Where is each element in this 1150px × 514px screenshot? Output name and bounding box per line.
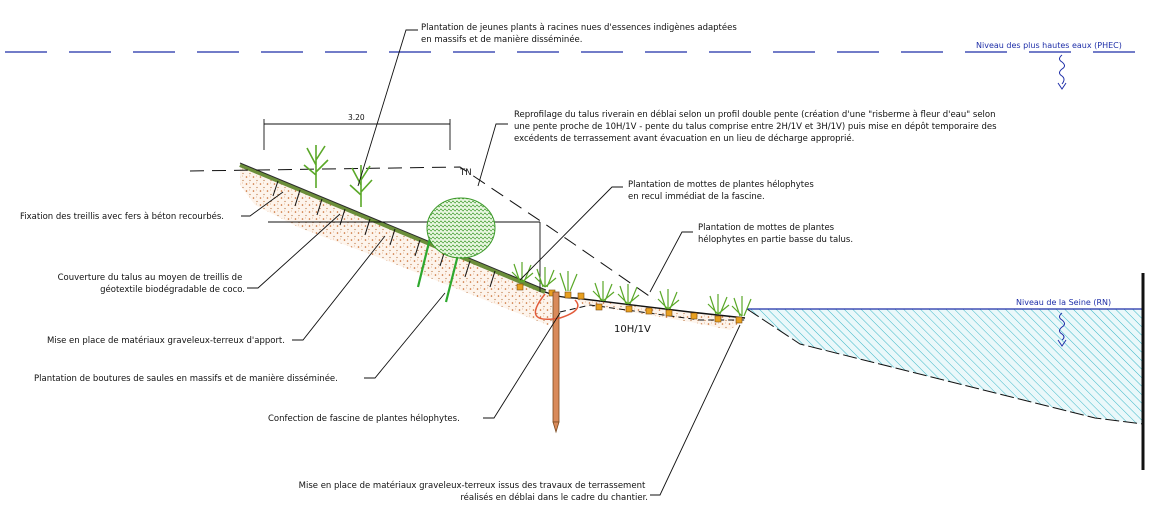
young-plants — [303, 145, 373, 207]
fascine-stake — [552, 291, 560, 423]
stake-tip — [552, 421, 560, 434]
leader-gravel-supply — [292, 235, 386, 341]
leader-young-plants — [357, 29, 418, 187]
seine-arrow-icon — [1057, 339, 1067, 347]
seine-label: Niveau de la Seine (RN) — [1016, 298, 1111, 307]
annotation-willow: Plantation de boutures de saules en mass… — [34, 373, 338, 384]
slope-surface-line — [239, 162, 547, 291]
fascine-wrap — [534, 293, 579, 320]
geotextile-layer — [239, 163, 546, 294]
shrub — [426, 197, 496, 259]
leader-helophyte-setback — [519, 186, 623, 281]
leader-reprofiling — [477, 123, 508, 187]
gravel-fill-lower — [575, 298, 745, 330]
annotation-young-plants: Plantation de jeunes plants à racines nu… — [421, 22, 740, 45]
leader-willow — [364, 292, 446, 379]
annotation-gravel-supply: Mise en place de matériaux graveleux-ter… — [47, 335, 285, 346]
phec-wave-icon — [1059, 54, 1065, 85]
annotation-coconut-cover: Couverture du talus au moyen de treillis… — [58, 273, 245, 295]
annotation-helophyte-setback: Plantation de mottes de plantes hélophyt… — [628, 179, 817, 202]
helophyte-plants — [511, 262, 752, 317]
annotation-reprofiling: Reprofilage du talus riverain en déblai … — [514, 109, 999, 144]
slope-label: 10H/1V — [614, 324, 651, 335]
leader-coconut-cover — [247, 213, 341, 289]
annotation-gravel-onsite: Mise en place de matériaux graveleux-ter… — [299, 480, 648, 503]
excavation-line — [559, 304, 745, 321]
gravel-fill-upper — [240, 165, 560, 325]
riverbed-line — [746, 308, 1144, 425]
dimension-value: 3.20 — [348, 113, 365, 122]
annotation-fascine: Confection de fascine de plantes hélophy… — [268, 413, 460, 424]
phec-label: Niveau des plus hautes eaux (PHEC) — [976, 41, 1122, 50]
tn-label: TN — [459, 168, 472, 178]
seine-wave-icon — [1059, 312, 1065, 341]
leader-fascine — [483, 312, 561, 419]
phec-arrow-icon — [1057, 82, 1067, 90]
leader-helophyte-low — [649, 231, 693, 293]
annotation-trellis-fixing: Fixation des treillis avec fers à béton … — [20, 211, 224, 222]
berm-dimension — [263, 119, 451, 150]
plant-plugs — [516, 283, 743, 324]
natural-terrain-line — [189, 166, 656, 301]
river-water — [747, 309, 1143, 424]
annotation-helophyte-low: Plantation de mottes de plantes hélophyt… — [698, 223, 853, 245]
leader-trellis-fixing — [241, 191, 284, 217]
leader-gravel-onsite — [650, 324, 741, 496]
